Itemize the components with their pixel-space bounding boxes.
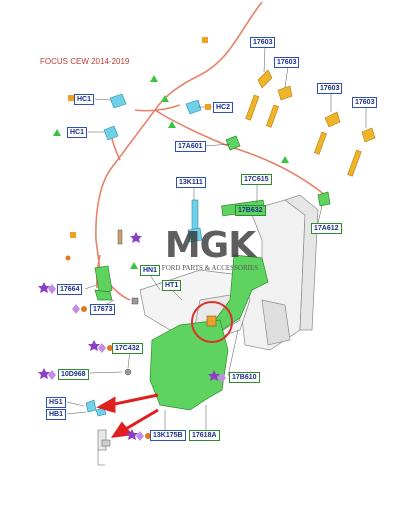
red-arrows	[96, 393, 159, 438]
callout-17603-b[interactable]: 17603	[274, 57, 300, 68]
diagram-title: FOCUS CEW 2014-2019	[40, 57, 130, 66]
body-panel	[139, 194, 319, 351]
callout-17664[interactable]: 17664	[57, 284, 83, 295]
sensor-part	[206, 315, 217, 327]
callout-hb1[interactable]: HB1	[46, 409, 67, 420]
callout-17c432[interactable]: 17C432	[112, 343, 143, 354]
callout-hn1[interactable]: HN1	[140, 265, 161, 276]
callout-hc1-a[interactable]: HC1	[74, 94, 95, 105]
hose-clips	[85, 93, 203, 417]
watermark: MGK FORD PARTS & ACCESSORIES	[140, 225, 280, 273]
callout-17673[interactable]: 17673	[90, 304, 116, 315]
callout-10d968[interactable]: 10D968	[58, 369, 89, 380]
leader-lines	[66, 45, 367, 466]
callout-ht1[interactable]: HT1	[162, 280, 182, 291]
legend-markers	[38, 37, 289, 441]
callout-17603-c[interactable]: 17603	[317, 83, 343, 94]
washer-jets	[245, 69, 376, 177]
callout-hs1[interactable]: HS1	[46, 397, 66, 408]
callout-17603-a[interactable]: 17603	[250, 37, 276, 48]
callout-hc2[interactable]: HC2	[213, 102, 234, 113]
callout-13k175b[interactable]: 13K175B	[150, 430, 186, 441]
highlight-circle	[191, 301, 233, 343]
callout-17a612[interactable]: 17A612	[311, 223, 342, 234]
callout-17a601[interactable]: 17A601	[175, 141, 206, 152]
callout-17b610[interactable]: 17B610	[229, 372, 260, 383]
callout-17b632[interactable]: 17B632	[235, 205, 266, 216]
callout-17603-d[interactable]: 17603	[352, 97, 378, 108]
callout-17618a[interactable]: 17618A	[189, 430, 220, 441]
watermark-subtitle: FORD PARTS & ACCESSORIES	[161, 264, 259, 272]
callout-hc1-b[interactable]: HC1	[67, 127, 88, 138]
callout-17c615[interactable]: 17C615	[241, 174, 272, 185]
callout-13k111[interactable]: 13K111	[176, 177, 206, 188]
small-components	[97, 229, 139, 451]
watermark-logo: MGK	[164, 225, 256, 266]
